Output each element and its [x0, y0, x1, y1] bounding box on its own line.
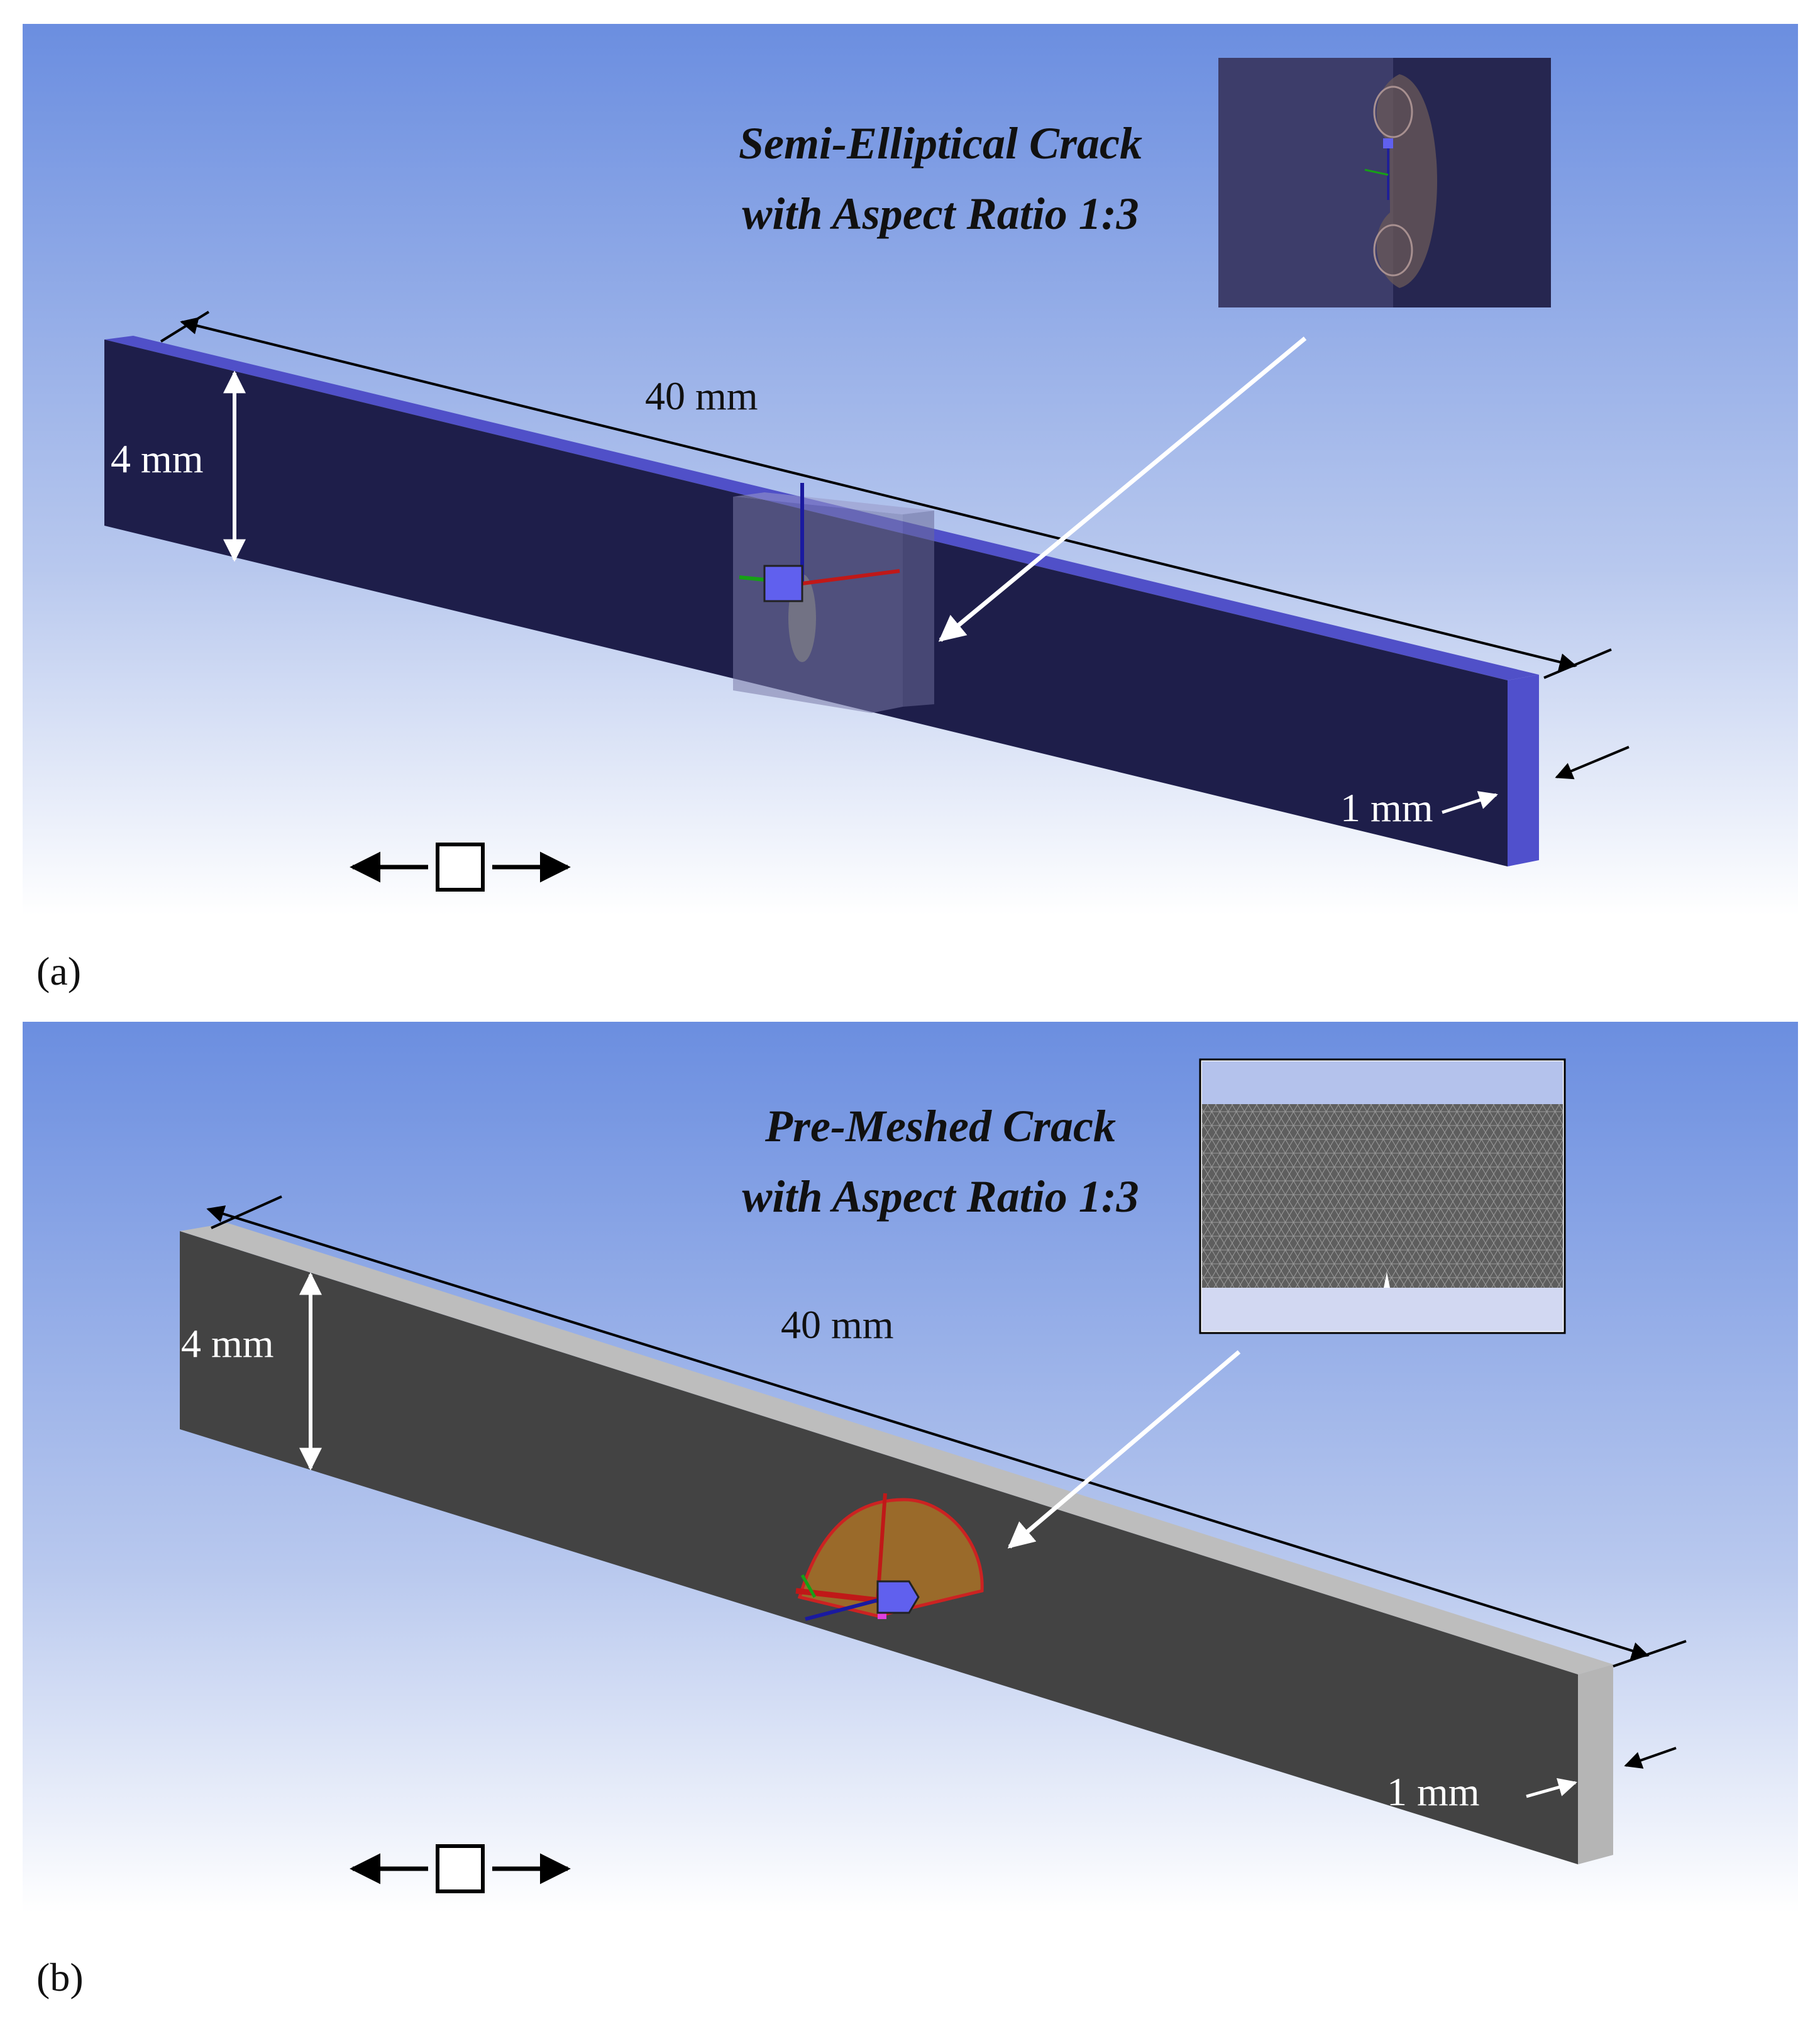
callout-arrow-icon [1007, 1350, 1241, 1549]
thickness-dimension-arrow [1624, 1747, 1677, 1769]
thickness-dimension-arrow [1555, 746, 1630, 780]
beam-end-face [1508, 675, 1539, 866]
thickness-label-arrow [1526, 1778, 1577, 1798]
panel-id-label: (b) [36, 1955, 84, 2000]
beam-end-face [1578, 1664, 1613, 1864]
loading-direction-icon [350, 843, 571, 892]
mesh-inset-b [1199, 1058, 1566, 1334]
panel-b-canvas [23, 1022, 1798, 2012]
thickness-label: 1 mm [1387, 1769, 1480, 1814]
panel-a: Semi-Elliptical Crack with Aspect Ratio … [23, 24, 1798, 1014]
length-label: 40 mm [781, 1302, 894, 1347]
length-label: 40 mm [645, 373, 758, 418]
length-dimension-line [206, 1205, 1650, 1659]
callout-text-b: Pre-Meshed Crack with Aspect Ratio 1:3 [702, 1091, 1179, 1232]
callout-line-1: Semi-Elliptical Crack [739, 118, 1142, 169]
crack-inset-a [1218, 58, 1551, 307]
callout-text-a: Semi-Elliptical Crack with Aspect Ratio … [702, 108, 1179, 249]
callout-line-2: with Aspect Ratio 1:3 [742, 1171, 1139, 1222]
length-dimension-line [180, 317, 1577, 671]
callout-line-1: Pre-Meshed Crack [765, 1101, 1116, 1151]
crack-region-a [733, 492, 934, 713]
panel-a-canvas [23, 24, 1798, 1014]
height-label: 4 mm [181, 1321, 274, 1366]
panel-b: Pre-Meshed Crack with Aspect Ratio 1:3 4… [23, 1022, 1798, 2012]
callout-arrow-icon [938, 336, 1307, 642]
height-label: 4 mm [111, 436, 204, 481]
thickness-label: 1 mm [1340, 785, 1433, 830]
loading-direction-icon [350, 1844, 571, 1893]
thickness-label-arrow [1442, 791, 1498, 814]
callout-line-2: with Aspect Ratio 1:3 [742, 189, 1139, 239]
panel-id-label: (a) [36, 949, 82, 993]
